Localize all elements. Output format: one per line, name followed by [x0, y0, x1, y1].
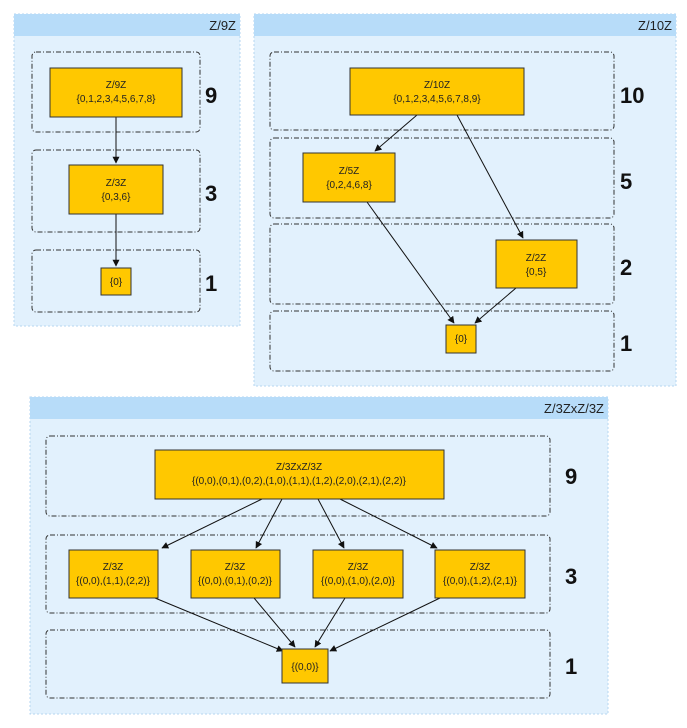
- node-elements: {0,5}: [526, 267, 547, 278]
- subgroup-node: {(0,0)}: [281, 648, 329, 684]
- node-name: Z/3Z: [103, 562, 124, 573]
- node-name: Z/5Z: [339, 166, 360, 177]
- node-name: Z/3Z: [348, 562, 369, 573]
- edge-arrow: [456, 114, 524, 239]
- node-box: [49, 67, 183, 118]
- subgroup-node: {0}: [445, 324, 477, 354]
- node-box: [154, 449, 445, 500]
- order-label: 2: [620, 255, 632, 280]
- level-box: [45, 534, 551, 614]
- node-elements: {0}: [455, 334, 468, 345]
- node-elements: {(0,0),(1,1),(2,2)}: [76, 576, 151, 587]
- node-box: [495, 239, 578, 289]
- node-elements: {(0,0),(1,0),(2,0)}: [321, 576, 396, 587]
- subgroup-node: Z/2Z {0,5}: [495, 239, 578, 289]
- subgroup-node: Z/3Z {(0,0),(1,1),(2,2)}: [68, 549, 159, 599]
- edge-arrow: [255, 498, 283, 549]
- node-box: [68, 549, 159, 599]
- order-label: 5: [620, 169, 632, 194]
- edge-arrow: [314, 597, 346, 648]
- level-box: [269, 223, 615, 305]
- order-label: 9: [205, 83, 217, 108]
- panel-z3zxz3z-title: Z/3ZxZ/3Z: [544, 401, 604, 416]
- node-elements: {0}: [110, 277, 123, 288]
- node-elements: {(0,0),(0,1),(0,2),(1,0),(1,1),(1,2),(2,…: [192, 476, 407, 487]
- edge-arrow: [474, 287, 517, 324]
- order-label: 3: [205, 181, 217, 206]
- subgroup-node: Z/3Z {(0,0),(0,1),(0,2)}: [190, 549, 281, 599]
- order-label: 1: [620, 331, 632, 356]
- panel-z3zxz3z: Z/3ZxZ/3Z 9 3 1 Z/3ZxZ/3Z {(0,0),(0,1),(…: [29, 396, 609, 715]
- panel-z9z: Z/9Z 9 3 1 Z/9Z {0,1,2,3,4,5,6,7,8} Z/3Z…: [13, 13, 241, 327]
- panel-z3zxz3z-header: [30, 397, 608, 419]
- edge-arrow: [329, 597, 441, 652]
- node-name: Z/2Z: [526, 253, 547, 264]
- node-elements: {(0,0),(0,1),(0,2)}: [198, 576, 273, 587]
- node-box: [100, 267, 132, 296]
- panel-z9z-title: Z/9Z: [209, 18, 236, 33]
- edge-arrow: [154, 597, 284, 652]
- level-box: [45, 435, 551, 517]
- edge-arrow: [317, 498, 345, 549]
- level-box: [45, 629, 551, 699]
- node-elements: {(0,0)}: [291, 662, 319, 673]
- level-box: [269, 310, 615, 372]
- subgroup-node: Z/5Z {0,2,4,6,8}: [302, 152, 396, 203]
- edge-arrow: [253, 597, 296, 648]
- node-name: Z/3Z: [470, 562, 491, 573]
- order-label: 3: [565, 564, 577, 589]
- node-box: [281, 648, 329, 684]
- edge-arrow: [366, 201, 455, 324]
- subgroup-node: Z/3ZxZ/3Z {(0,0),(0,1),(0,2),(1,0),(1,1)…: [154, 449, 445, 500]
- node-box: [68, 164, 164, 215]
- edge-arrow: [339, 498, 438, 549]
- node-box: [445, 324, 477, 354]
- node-box: [302, 152, 396, 203]
- node-elements: {0,1,2,3,4,5,6,7,8}: [77, 94, 157, 105]
- subgroup-node: Z/3Z {(0,0),(1,0),(2,0)}: [312, 549, 404, 599]
- edge-arrow: [374, 114, 418, 152]
- node-elements: {0,3,6}: [102, 192, 132, 203]
- subgroup-node: Z/10Z {0,1,2,3,4,5,6,7,8,9}: [349, 67, 525, 116]
- node-elements: {(0,0),(1,2),(2,1)}: [443, 576, 518, 587]
- node-elements: {0,2,4,6,8}: [326, 180, 372, 191]
- node-name: Z/9Z: [106, 80, 127, 91]
- panel-z10z-header: [254, 14, 676, 36]
- edge-arrow: [161, 498, 263, 549]
- node-name: Z/3Z: [225, 562, 246, 573]
- panel-z9z-header: [14, 14, 240, 36]
- node-name: Z/3Z: [106, 178, 127, 189]
- order-label: 9: [565, 464, 577, 489]
- level-box: [269, 51, 615, 131]
- node-elements: {0,1,2,3,4,5,6,7,8,9}: [393, 94, 481, 105]
- node-name: Z/3ZxZ/3Z: [276, 462, 322, 473]
- node-box: [190, 549, 281, 599]
- subgroup-node: {0}: [100, 267, 132, 296]
- subgroup-node: Z/3Z {0,3,6}: [68, 164, 164, 215]
- node-name: Z/10Z: [424, 80, 450, 91]
- panel-z10z-title: Z/10Z: [638, 18, 672, 33]
- level-box: [269, 137, 615, 219]
- order-label: 10: [620, 83, 644, 108]
- order-label: 1: [565, 654, 577, 679]
- subgroup-node: Z/9Z {0,1,2,3,4,5,6,7,8}: [49, 67, 183, 118]
- order-label: 1: [205, 271, 217, 296]
- node-box: [434, 549, 526, 599]
- subgroup-node: Z/3Z {(0,0),(1,2),(2,1)}: [434, 549, 526, 599]
- panel-z10z: Z/10Z 10 5 2 1 Z/10Z {0,1,2,3,4,5,6,7,8,…: [253, 13, 677, 387]
- node-box: [312, 549, 404, 599]
- node-box: [349, 67, 525, 116]
